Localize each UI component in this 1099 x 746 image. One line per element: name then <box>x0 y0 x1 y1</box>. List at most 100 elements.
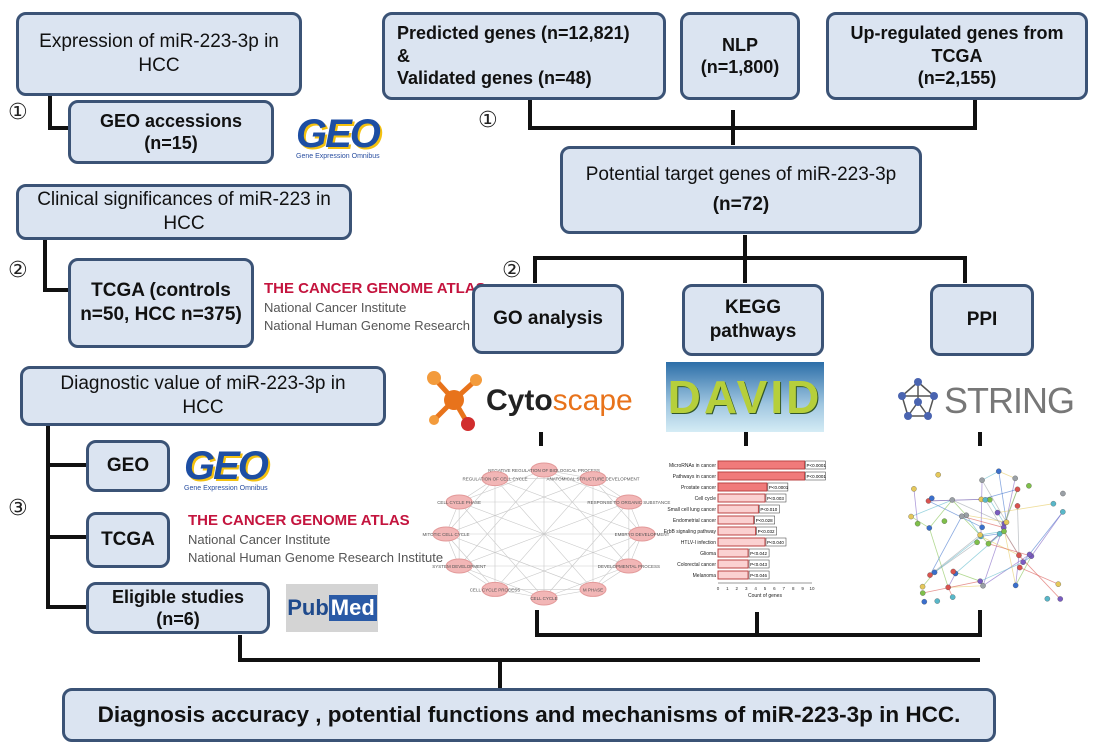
kegg-xlabel: Count of genes <box>748 593 782 599</box>
tcga-up-count: (n=2,155) <box>917 68 997 89</box>
ppi-box: PPI <box>930 284 1034 356</box>
expression-title: Expression of miR-223-3p in HCC <box>39 31 279 76</box>
nlp-title: NLP <box>721 34 758 55</box>
ppi-node <box>1050 500 1057 507</box>
kegg-tick: 9 <box>801 586 804 591</box>
nlp-box: NLP (n=1,800) <box>680 12 800 100</box>
svg-text:P<0.010: P<0.010 <box>760 507 777 512</box>
svg-text:P<0.032: P<0.032 <box>758 529 775 534</box>
geo-small-label: GEO <box>106 455 150 477</box>
kegg-tick: 3 <box>745 586 748 591</box>
geo-logo-2: GEO Gene Expression Omnibus <box>184 444 269 492</box>
step-marker-2-right: ② <box>502 258 522 283</box>
svg-text:MITOTIC CELL CYCLE: MITOTIC CELL CYCLE <box>422 532 469 537</box>
clinical-title: Clinical significances of miR-223 in HCC <box>37 189 331 234</box>
svg-text:P<0.040: P<0.040 <box>767 540 784 545</box>
david-logo: DAVID <box>666 362 824 432</box>
ppi-node <box>1016 552 1022 559</box>
geo-small-box: GEO <box>86 440 170 492</box>
svg-text:P<0.0001: P<0.0001 <box>806 463 826 468</box>
nlp-count: (n=1,800) <box>700 57 780 77</box>
predicted-genes-box: Predicted genes (n=12,821) & Validated g… <box>382 12 666 100</box>
go-network-graph: NEGATIVE REGULATION OF BIOLOGICAL PROCES… <box>422 462 670 606</box>
svg-text:CELL CYCLE PROCESS: CELL CYCLE PROCESS <box>470 587 521 592</box>
ppi-node <box>1060 490 1066 497</box>
svg-text:P<0.0001: P<0.0001 <box>806 474 826 479</box>
ppi-node <box>979 477 985 483</box>
ppi-node <box>996 531 1003 537</box>
kegg-bar: Small cell lung cancer P<0.010 <box>667 504 780 514</box>
ppi-node <box>1026 551 1033 558</box>
eligible-studies-box: Eligible studies (n=6) <box>86 582 270 634</box>
svg-text:CELL CYCLE: CELL CYCLE <box>530 596 557 601</box>
ppi-node <box>980 583 986 589</box>
validated-genes-label: Validated genes (n=48) <box>397 68 592 89</box>
svg-text:MicroRNAs in cancer: MicroRNAs in cancer <box>669 463 716 469</box>
tcga-logo-2: THE CANCER GENOME ATLAS National Cancer … <box>188 512 444 566</box>
geo-accessions-label: GEO accessions (n=15) <box>99 110 243 154</box>
final-outcome-box: Diagnosis accuracy , potential functions… <box>62 688 996 742</box>
go-node: CELL CYCLE PROCESS <box>470 581 521 597</box>
ppi-node <box>1003 519 1010 525</box>
kegg-tick: 10 <box>809 586 815 591</box>
ppi-node <box>945 584 951 591</box>
svg-text:Prostate cancer: Prostate cancer <box>681 485 716 491</box>
svg-text:NEGATIVE REGULATION OF BIOLOGI: NEGATIVE REGULATION OF BIOLOGICAL PROCES… <box>488 468 600 473</box>
svg-text:P<0.003: P<0.003 <box>767 496 784 501</box>
svg-text:Small cell lung cancer: Small cell lung cancer <box>667 507 716 513</box>
ppi-node <box>982 497 989 503</box>
ppi-node <box>1001 528 1007 535</box>
cytoscape-icon <box>427 371 482 431</box>
ppi-node <box>949 497 955 503</box>
svg-text:Colorectal cancer: Colorectal cancer <box>677 562 716 568</box>
potential-genes-count: (n=72) <box>712 194 770 215</box>
tcga-up-title: Up-regulated genes from TCGA <box>850 23 1064 66</box>
potential-genes-title: Potential target genes of miR-223-3p <box>585 164 897 186</box>
go-node: CELL CYCLE <box>530 590 558 606</box>
svg-text:REGULATION OF CELL CYCLE: REGULATION OF CELL CYCLE <box>462 477 527 482</box>
go-analysis-box: GO analysis <box>472 284 624 354</box>
kegg-label: KEGG pathways <box>709 297 797 342</box>
diagnostic-title: Diagnostic value of miR-223-3p in HCC <box>60 373 346 418</box>
tcga-up-box: Up-regulated genes from TCGA (n=2,155) <box>826 12 1088 100</box>
svg-text:HTLV-I infection: HTLV-I infection <box>681 540 716 546</box>
cytoscape-logo: Cytoscape <box>424 368 644 432</box>
tcga-small-label: TCGA <box>101 529 155 551</box>
ppi-node <box>949 594 956 600</box>
svg-text:P<0.046: P<0.046 <box>750 573 767 578</box>
ppi-node <box>1012 582 1019 589</box>
go-node: REGULATION OF CELL CYCLE <box>462 471 528 487</box>
ppi-node <box>1012 475 1018 482</box>
ppi-node <box>927 572 933 578</box>
ppi-node <box>950 568 957 575</box>
kegg-tick: 8 <box>792 586 795 591</box>
string-network-icon <box>898 378 938 420</box>
go-node: ANATOMICAL STRUCTURE DEVELOPMENT <box>547 471 640 487</box>
ppi-node <box>908 513 914 520</box>
final-outcome-label: Diagnosis accuracy , potential functions… <box>97 701 961 727</box>
ppi-node <box>979 524 985 531</box>
step-marker-3: ③ <box>8 496 28 521</box>
kegg-tick: 1 <box>726 586 729 591</box>
ppi-node <box>994 509 1001 516</box>
ppi-label: PPI <box>966 309 998 331</box>
svg-text:ANATOMICAL STRUCTURE DEVELOPME: ANATOMICAL STRUCTURE DEVELOPMENT <box>547 477 640 482</box>
go-node: M PHASE <box>579 581 607 597</box>
tcga-small-box: TCGA <box>86 512 170 568</box>
ppi-node <box>1057 596 1064 602</box>
ppi-node <box>974 539 980 546</box>
ppi-network-panel <box>890 458 1088 610</box>
svg-text:Cell cycle: Cell cycle <box>695 496 717 502</box>
ppi-node <box>934 598 941 604</box>
kegg-tick: 2 <box>736 586 739 591</box>
kegg-tick: 4 <box>754 586 757 591</box>
svg-text:SYSTEM DEVELOPMENT: SYSTEM DEVELOPMENT <box>432 564 486 569</box>
eligible-studies-label: Eligible studies (n=6) <box>111 586 245 630</box>
svg-text:P<0.043: P<0.043 <box>750 562 767 567</box>
